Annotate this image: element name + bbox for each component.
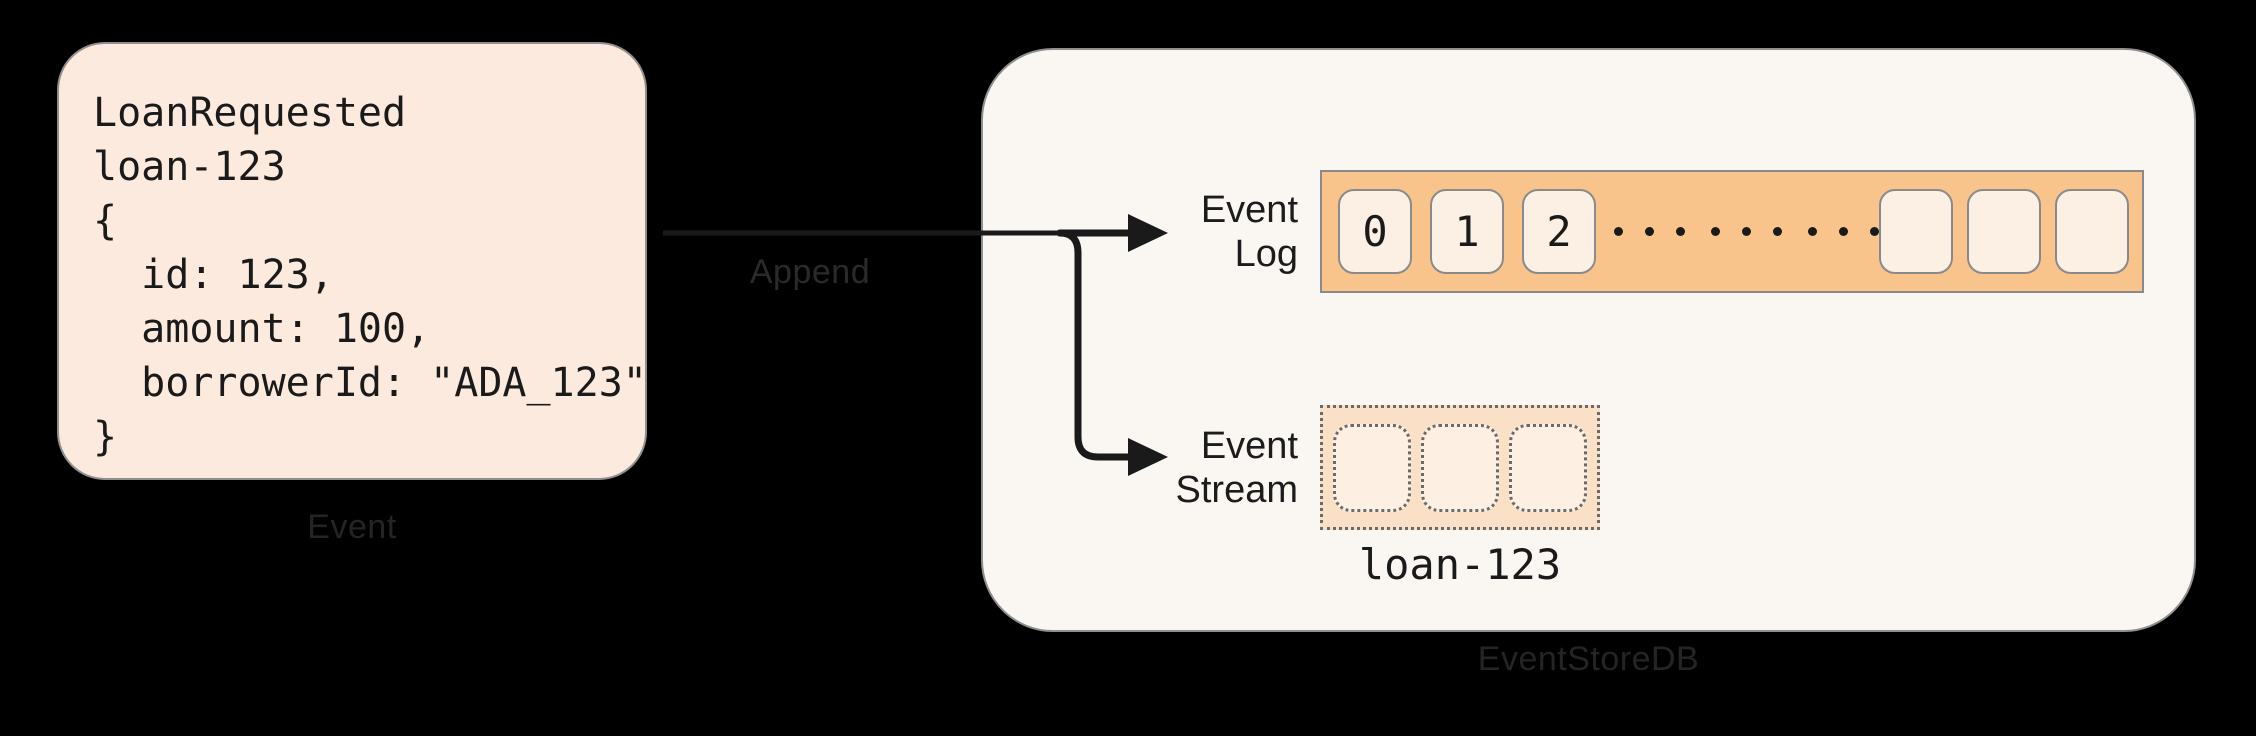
dot (1676, 227, 1685, 236)
event-stream-label-line2: Stream (1175, 468, 1298, 511)
dot (1839, 227, 1848, 236)
dot (1808, 227, 1817, 236)
dot-group (1808, 227, 1879, 236)
event-stream-label: Event Stream (1170, 424, 1298, 512)
event-log-label-line1: Event (1200, 188, 1298, 231)
event-log-cell[interactable]: 2 (1522, 189, 1596, 274)
event-card: LoanRequested loan-123 { id: 123, amount… (57, 42, 647, 480)
eventstore-panel (981, 48, 2196, 632)
event-log-cell-empty[interactable] (1879, 189, 1953, 274)
event-log-row: Event Log 0 1 2 (1170, 170, 2144, 293)
dot (1870, 227, 1879, 236)
event-stream-label-line1: Event (1200, 424, 1298, 467)
dot-group (1711, 227, 1782, 236)
dot (1742, 227, 1751, 236)
event-log-cell-empty[interactable] (1967, 189, 2041, 274)
event-log-cell-empty[interactable] (2055, 189, 2129, 274)
eventstore-caption: EventStoreDB (1477, 640, 1700, 678)
event-log-label-line2: Log (1234, 232, 1298, 275)
append-arrow-label: Append (749, 253, 871, 291)
event-card-code: LoanRequested loan-123 { id: 123, amount… (93, 90, 647, 460)
event-log-ellipsis-icon (1614, 227, 1879, 236)
dot (1773, 227, 1782, 236)
event-stream-name: loan-123 (1358, 540, 1562, 589)
event-log-cell[interactable]: 0 (1338, 189, 1412, 274)
dot (1645, 227, 1654, 236)
event-card-caption: Event (307, 508, 397, 546)
event-stream-box (1320, 405, 1600, 530)
event-log-bar: 0 1 2 (1320, 170, 2144, 293)
event-log-label: Event Log (1170, 188, 1298, 276)
event-stream-cell[interactable] (1509, 423, 1587, 512)
event-stream-row: Event Stream (1170, 405, 1600, 530)
event-stream-cell[interactable] (1333, 423, 1411, 512)
dot (1614, 227, 1623, 236)
event-log-cell[interactable]: 1 (1430, 189, 1504, 274)
event-stream-cell[interactable] (1421, 423, 1499, 512)
dot-group (1614, 227, 1685, 236)
dot (1711, 227, 1720, 236)
